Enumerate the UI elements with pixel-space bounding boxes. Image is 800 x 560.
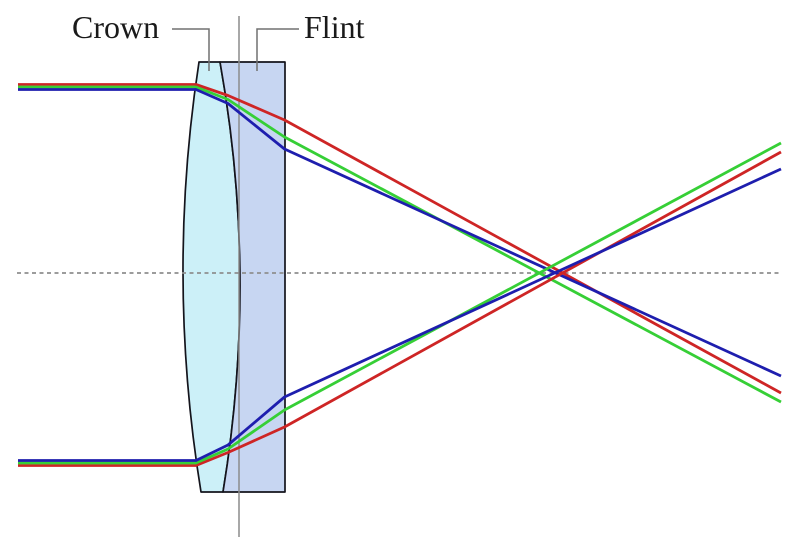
lower-green-ray [18,141,782,465]
upper-red-ray [18,83,782,395]
flint-leader-line [256,28,299,71]
upper-green-ray [18,85,782,404]
upper-blue-ray [18,88,782,378]
crown-leader-line [172,28,210,71]
lower-blue-ray [18,167,782,462]
lower-red-ray [18,150,782,467]
flint-label: Flint [304,9,365,45]
flint-lens [219,61,286,493]
crown-label: Crown [72,9,160,45]
